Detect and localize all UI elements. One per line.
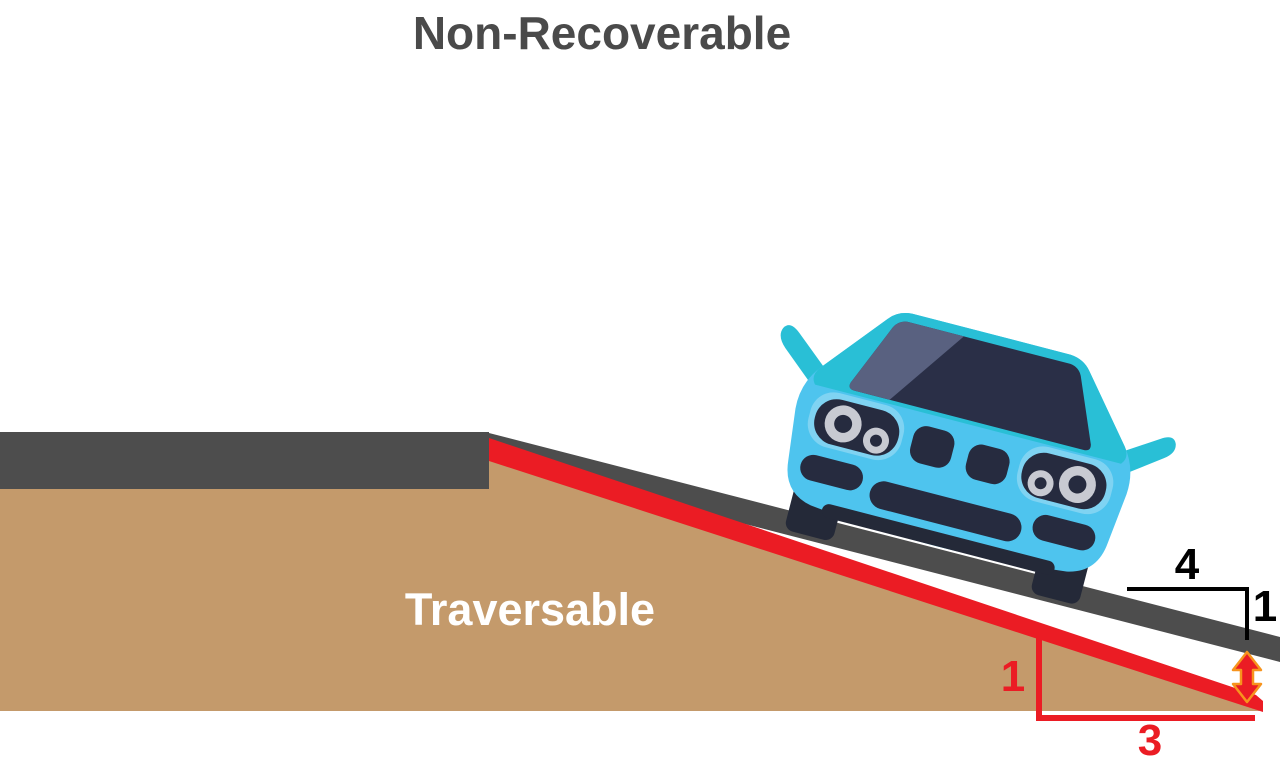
car-right-mirror <box>1115 437 1176 476</box>
car-lamp-core <box>1034 477 1047 490</box>
car-grille-right <box>965 444 1010 485</box>
car-lamp-core <box>834 414 853 433</box>
car-lamp-core <box>1068 475 1087 494</box>
steep-slope-line <box>489 438 1263 712</box>
road-surface <box>0 432 489 489</box>
car-bumper-center <box>869 481 1022 542</box>
terrain-label: Traversable <box>404 584 656 635</box>
terrain-slope-run-label: 3 <box>1137 716 1163 765</box>
car-windshield-glare <box>849 321 964 400</box>
gap-arrow-icon <box>1231 650 1263 704</box>
terrain-slope-rise-label: 1 <box>1000 652 1026 701</box>
car-underbody <box>821 504 1055 575</box>
page-title: Non-Recoverable <box>412 7 792 59</box>
terrain-shape <box>0 450 1260 711</box>
car-bumper-left <box>800 454 863 491</box>
road-slope-bracket <box>1127 587 1249 640</box>
terrain-slope-triangle-lines <box>1036 636 1255 721</box>
car-icon <box>780 313 1176 604</box>
car-lamp-core <box>869 434 882 447</box>
road-slope-rise-label: 1 <box>1252 582 1278 631</box>
car-grille-left <box>909 426 955 468</box>
road-slope-run-label: 4 <box>1174 540 1200 589</box>
road-slope-band <box>489 433 1280 662</box>
car-bumper-right <box>1032 514 1096 551</box>
